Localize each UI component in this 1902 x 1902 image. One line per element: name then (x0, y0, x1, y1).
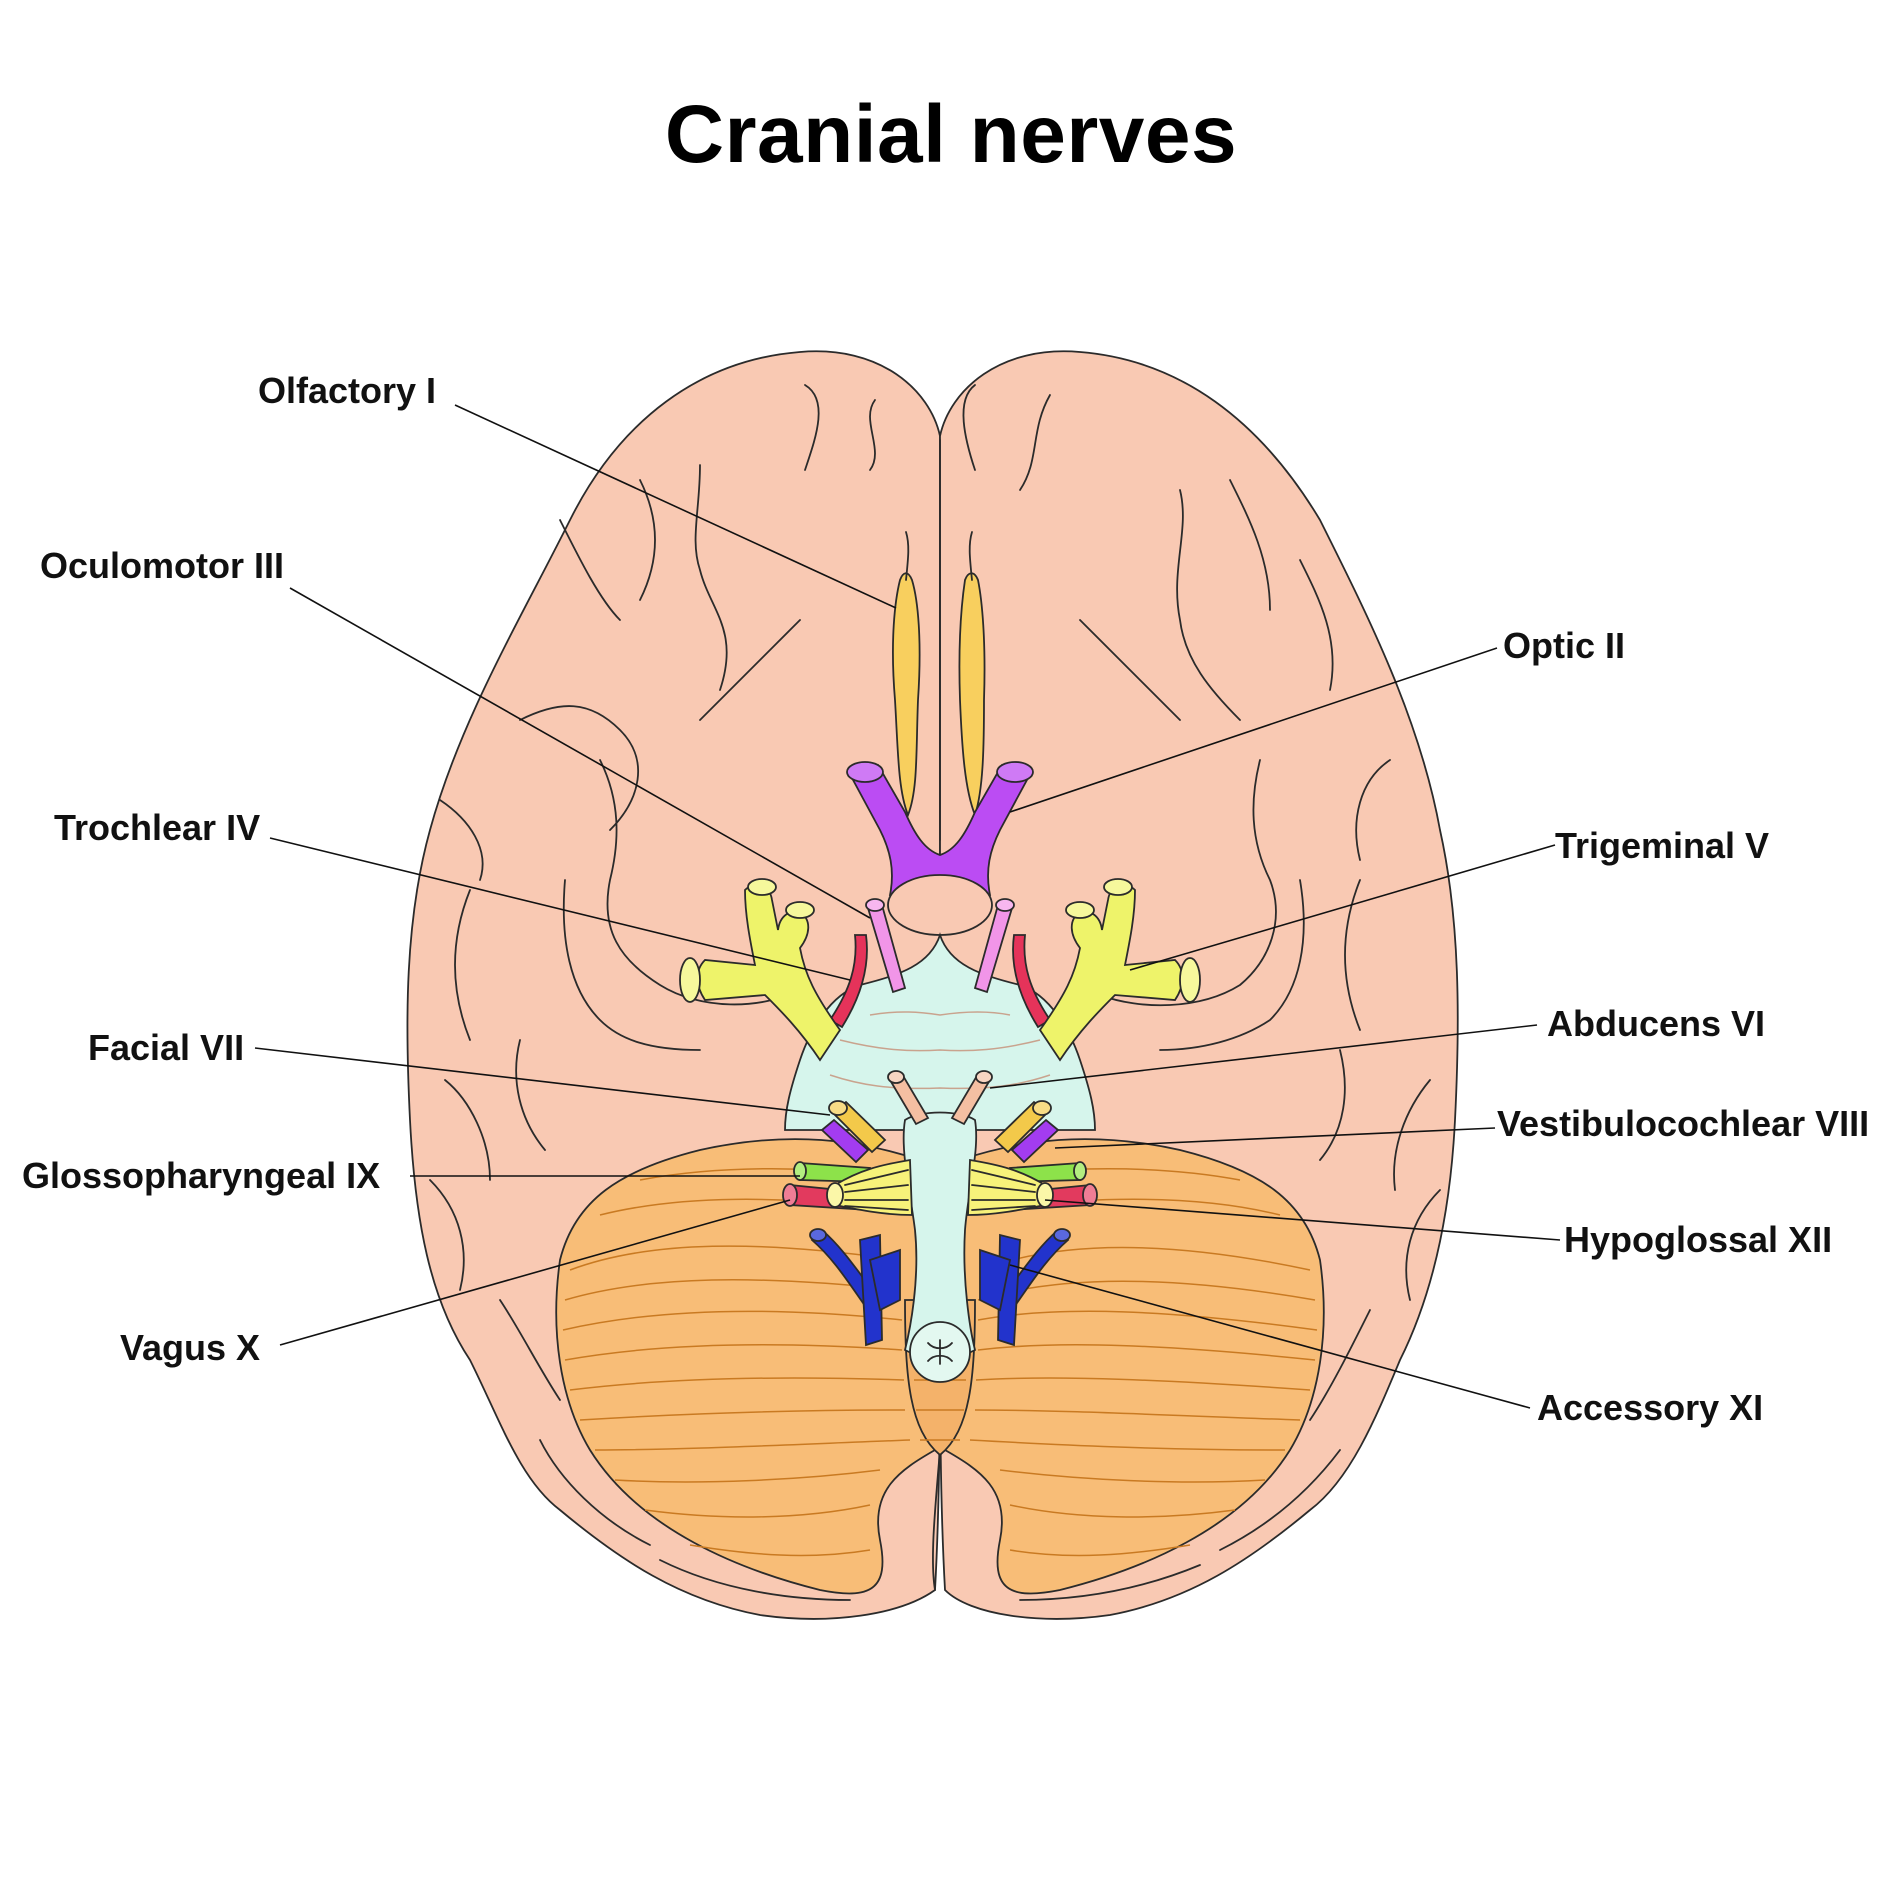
abducens-nerve (887, 1070, 993, 1126)
trigeminal-nerve (679, 878, 1201, 1062)
optic-chiasm (850, 763, 1030, 896)
olfactory-bulb-left (892, 572, 921, 818)
leader-accessory (1009, 1264, 1531, 1409)
label-accessory: Accessory XI (1537, 1387, 1763, 1428)
label-vagus: Vagus X (120, 1327, 260, 1368)
medulla (902, 1111, 978, 1363)
leader-vestibulocochlear (1054, 1127, 1496, 1149)
nerve-labels: Olfactory I Oculomotor III Optic II Troc… (22, 370, 1869, 1428)
leader-trigeminal (1129, 844, 1556, 971)
label-optic: Optic II (1503, 625, 1625, 666)
leader-facial (254, 1047, 831, 1116)
leader-abducens (989, 1024, 1538, 1089)
diagram-title: Cranial nerves (664, 89, 1238, 180)
label-olfactory: Olfactory I (258, 370, 436, 411)
facial-nerve (828, 1100, 1052, 1154)
olfactory-bulb-right (958, 572, 986, 818)
leader-lines (254, 404, 1561, 1409)
leader-oculomotor (289, 587, 871, 919)
leader-hypoglossal (1044, 1199, 1561, 1241)
label-oculomotor: Oculomotor III (40, 545, 284, 586)
hypoglossal-nerve (826, 1158, 1054, 1216)
label-facial: Facial VII (88, 1027, 244, 1068)
olfactory-nerve (892, 531, 986, 818)
vestibulocochlear-nerve (820, 1118, 1060, 1164)
label-hypoglossal: Hypoglossal XII (1564, 1219, 1832, 1260)
leader-vagus (279, 1199, 791, 1346)
label-abducens: Abducens VI (1547, 1003, 1765, 1044)
label-trigeminal: Trigeminal V (1555, 825, 1769, 866)
label-glossopharyngeal: Glossopharyngeal IX (22, 1155, 380, 1196)
pituitary-stalk (887, 874, 993, 936)
label-vestibulocochlear: Vestibulocochlear VIII (1497, 1103, 1869, 1144)
leader-olfactory (454, 404, 897, 609)
leader-trochlear (269, 837, 851, 981)
brainstem (784, 932, 1096, 1383)
optic-nerve (846, 761, 1034, 936)
oculomotor-nerve (865, 898, 1015, 994)
label-trochlear: Trochlear IV (54, 807, 260, 848)
accessory-nerve (809, 1228, 1071, 1347)
trochlear-nerve (828, 934, 1052, 1029)
leader-optic (1009, 647, 1498, 813)
